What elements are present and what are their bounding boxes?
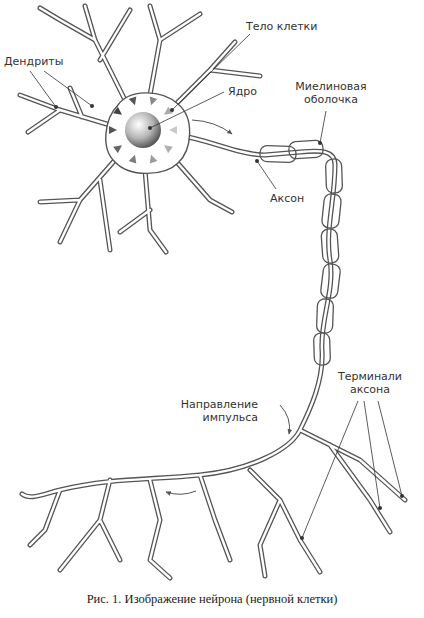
part-label: Направление импульса [166,398,258,424]
leader-dots [54,104,404,540]
radial-marks [109,96,177,163]
myelin-sheath [260,140,343,365]
part-label: Терминали аксона [326,370,414,396]
part-label: Тело клетки [246,20,317,33]
nucleus [125,112,161,148]
leader-lines [30,34,402,538]
part-label: Дендриты [4,55,63,68]
figure-caption: Рис. 1. Изображение нейрона (нервной кле… [0,592,424,607]
direction-arrows [166,120,290,494]
neuron-outline [20,6,405,578]
part-label: Ядро [228,85,257,98]
part-label: Аксон [270,192,304,205]
part-label: Миелиновая оболочка [285,80,377,106]
